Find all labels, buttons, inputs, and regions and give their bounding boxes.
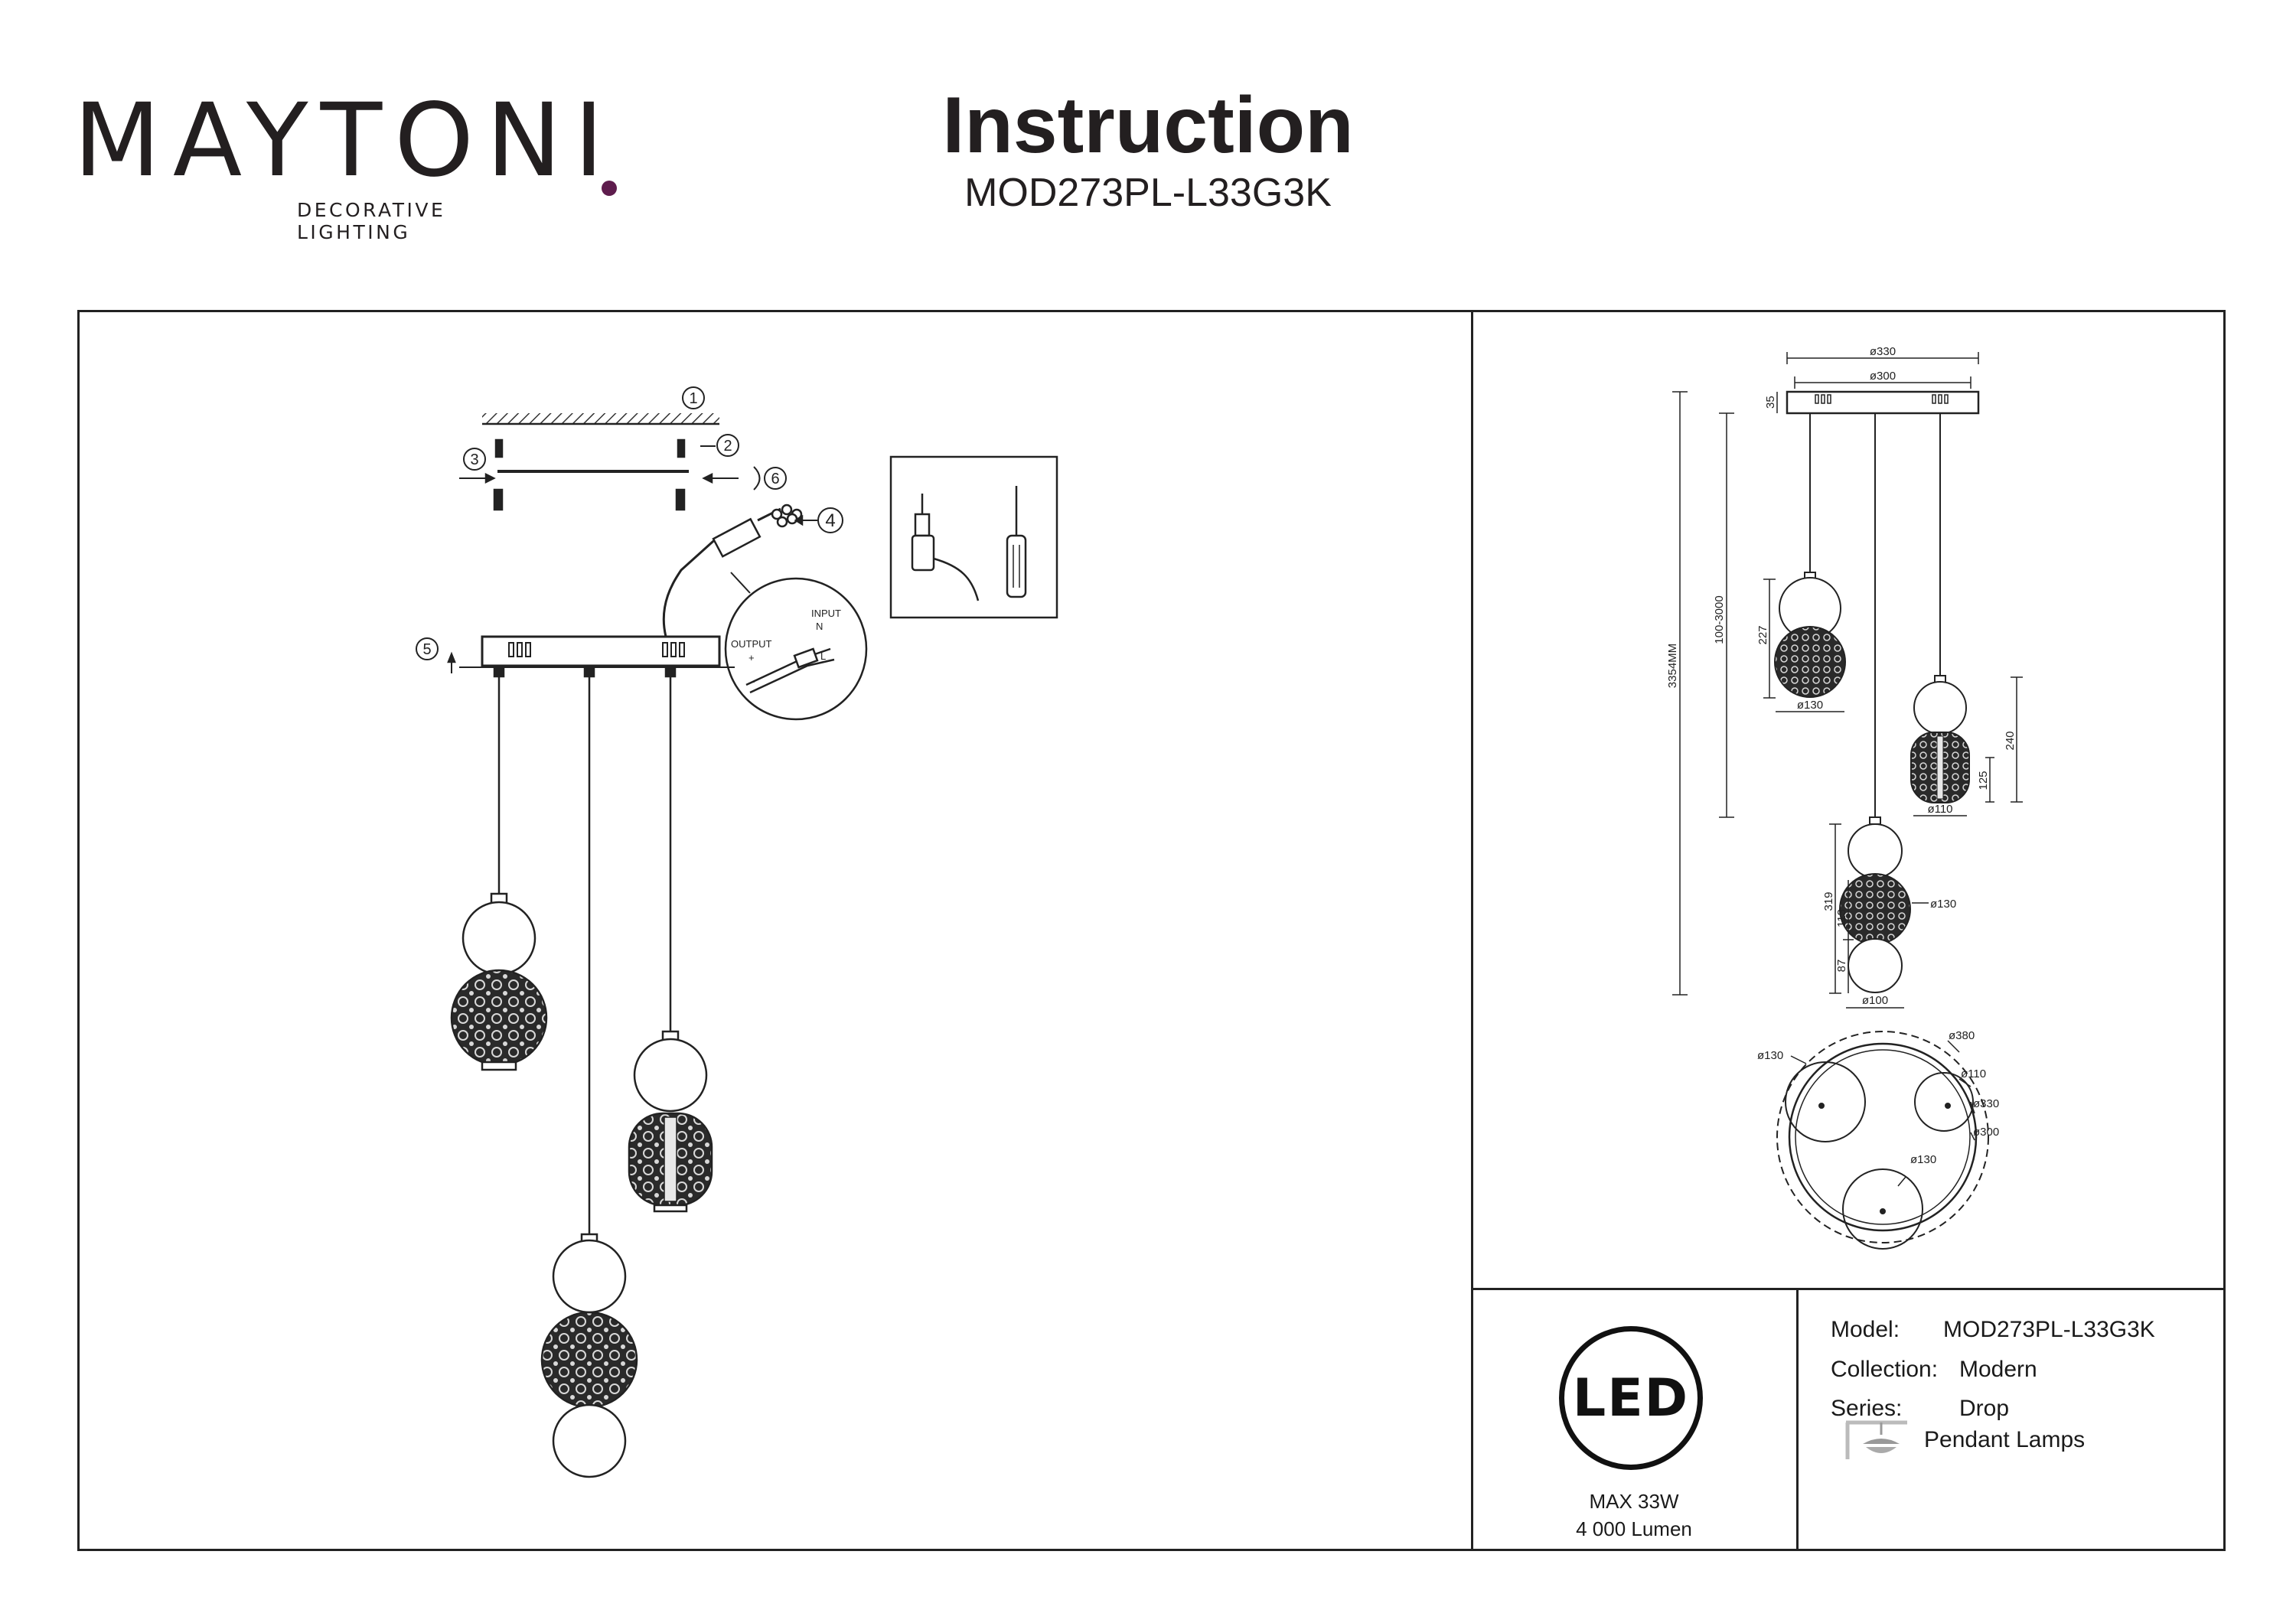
dim-pendant1-h: 227 bbox=[1756, 625, 1769, 644]
frame-divider-horizontal bbox=[1471, 1288, 2226, 1290]
wiring-labels: INPUT N L OUTPUT + - bbox=[731, 608, 841, 687]
assembly-drawing bbox=[447, 413, 1058, 1478]
dim-pendant3-d-mid: ø130 bbox=[1930, 898, 1956, 911]
led-label: LED bbox=[1572, 1367, 1690, 1429]
drill-icon bbox=[911, 494, 980, 601]
model-code: MOD273PL-L33G3K bbox=[964, 171, 1332, 215]
step-1: 1 bbox=[689, 390, 697, 407]
dim-pendant-3 bbox=[1829, 816, 1929, 1009]
dim-d330-top: ø330 bbox=[1870, 345, 1896, 358]
dim-plan-d380: ø380 bbox=[1949, 1029, 1975, 1042]
dim-pendant-1 bbox=[1763, 572, 1846, 712]
dim-plan-d130-bottom: ø130 bbox=[1910, 1153, 1936, 1166]
dim-h35: 35 bbox=[1764, 396, 1777, 409]
led-power: MAX 33W bbox=[1589, 1490, 1679, 1513]
dim-pendant3-d-bottom: ø100 bbox=[1862, 994, 1888, 1007]
led-badge: LED bbox=[1559, 1326, 1703, 1470]
dim-pendant3-h-low: 87 bbox=[1835, 960, 1848, 973]
dim-pendant-2 bbox=[1910, 675, 2023, 816]
spec-model-value: MOD273PL-L33G3K bbox=[1943, 1317, 2155, 1342]
spec-model-label: Model: bbox=[1831, 1317, 1900, 1342]
brand-logo: MAYTONI DECORATIVE LIGHTING bbox=[73, 90, 617, 243]
canopy-slots-right bbox=[662, 642, 685, 657]
dim-d300-top: ø300 bbox=[1870, 370, 1896, 383]
brand-name: MAYTONI bbox=[73, 82, 616, 200]
screwdriver-icon bbox=[1006, 486, 1027, 598]
dim-pendant2-d: ø110 bbox=[1927, 803, 1952, 816]
pendant-a bbox=[450, 892, 548, 1071]
dim-pendant1-d: ø130 bbox=[1797, 699, 1823, 712]
wall-anchor-right bbox=[675, 438, 686, 511]
tools-box bbox=[889, 455, 1058, 619]
dimension-labels: ø330 ø300 35 3354MM 100-3000 227 ø130 24… bbox=[1666, 345, 2017, 1166]
n-label: N bbox=[816, 621, 823, 632]
step-2: 2 bbox=[723, 438, 732, 455]
plan-view bbox=[1776, 1031, 1989, 1250]
dim-plan-d130-left: ø130 bbox=[1757, 1049, 1783, 1062]
step-6: 6 bbox=[771, 471, 779, 487]
spec-series-value: Drop bbox=[1959, 1396, 2010, 1421]
plus-label: + bbox=[748, 652, 755, 663]
dim-plan-d330: ø330 bbox=[1973, 1097, 1999, 1110]
frame-divider-info bbox=[1796, 1288, 1799, 1551]
ceiling-hatch bbox=[482, 413, 719, 424]
page-title: Instruction bbox=[942, 81, 1354, 170]
brand-tagline: DECORATIVE LIGHTING bbox=[297, 199, 446, 243]
pendant-lamp-icon bbox=[1845, 1420, 1907, 1459]
pendant-b bbox=[628, 1030, 713, 1213]
led-lumen: 4 000 Lumen bbox=[1576, 1517, 1692, 1540]
output-label: OUTPUT bbox=[731, 638, 772, 650]
canopy-slots-left bbox=[508, 642, 531, 657]
spec-collection-label: Collection: bbox=[1831, 1357, 1939, 1382]
spec-collection-value: Modern bbox=[1959, 1357, 2037, 1382]
dim-cable-range: 100-3000 bbox=[1713, 595, 1726, 644]
spec-type-value: Pendant Lamps bbox=[1924, 1427, 2086, 1452]
dim-plan-d300: ø300 bbox=[1973, 1126, 1999, 1139]
dim-total-height: 3354MM bbox=[1666, 644, 1679, 688]
dimension-drawing bbox=[1672, 352, 2023, 1250]
brand-dot bbox=[602, 181, 617, 196]
terminal-block bbox=[771, 504, 803, 528]
dim-pendant3-h: 319 bbox=[1822, 891, 1835, 911]
step-4: 4 bbox=[825, 510, 835, 531]
pendant-c bbox=[540, 1233, 638, 1478]
wall-anchor-left bbox=[493, 438, 504, 511]
dim-pendant2-h: 240 bbox=[2004, 731, 2017, 750]
frame-divider-vertical bbox=[1471, 310, 1473, 1551]
step-markers: 1 2 3 4 5 6 bbox=[416, 386, 843, 660]
step-3: 3 bbox=[470, 451, 478, 468]
instruction-frame bbox=[77, 310, 2226, 1551]
wiring-callout-circle bbox=[724, 577, 868, 721]
input-label: INPUT bbox=[811, 608, 841, 619]
step-5: 5 bbox=[422, 641, 431, 658]
minus-label: - bbox=[752, 676, 755, 687]
l-label: L bbox=[820, 650, 826, 662]
dim-plan-d110: ø110 bbox=[1961, 1067, 1986, 1080]
spec-series-label: Series: bbox=[1831, 1396, 1903, 1421]
dim-pendant2-h-lower: 125 bbox=[1977, 771, 1990, 790]
dim-pendant3-h-mid: 113 bbox=[1835, 909, 1848, 927]
